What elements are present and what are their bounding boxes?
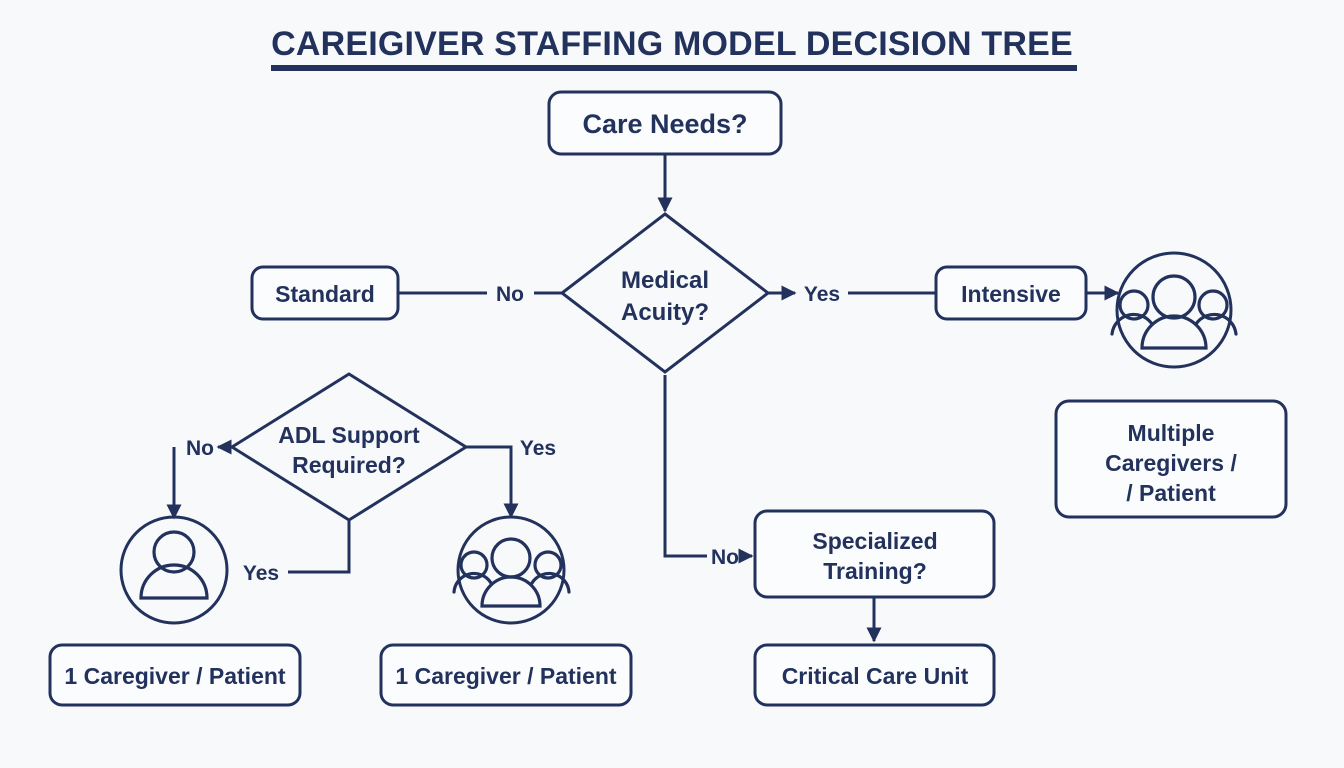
edge-label-acuity-yes: Yes [804, 283, 840, 306]
edge-label-adl-yes-right: Yes [520, 437, 556, 460]
medical-acuity-diamond[interactable] [559, 212, 771, 374]
critical-care-unit-box[interactable] [753, 643, 996, 707]
multiple-caregivers-label-line2: Caregivers / [1105, 450, 1237, 476]
edge-label-acuity-bottom-no: No [711, 546, 739, 569]
node-one-caregiver-middle[interactable]: 1 Caregiver / Patient [379, 643, 633, 707]
connector-adl-to-group-icon [466, 445, 519, 519]
node-group-icon-middle [452, 515, 571, 625]
group-of-people-icon-middle [452, 537, 571, 608]
one-caregiver-left-box[interactable] [48, 643, 302, 707]
connector-adl-bottom-to-yes-label [288, 521, 351, 574]
single-person-icon-circle [119, 515, 229, 625]
group-of-people-icon-circle-right [1115, 251, 1233, 369]
node-group-icon-right [1110, 251, 1238, 369]
multiple-caregivers-label-line3: / Patient [1126, 480, 1216, 506]
intensive-label: Intensive [961, 281, 1061, 307]
one-caregiver-middle-box[interactable] [379, 643, 633, 707]
adl-support-label-line2: Required? [292, 452, 406, 478]
care-needs-box[interactable] [547, 90, 783, 156]
specialized-training-label-line2: Training? [823, 558, 927, 584]
node-multiple-caregivers[interactable]: Multiple Caregivers / / Patient [1054, 399, 1288, 519]
node-medical-acuity[interactable]: Medical Acuity? [559, 212, 771, 374]
critical-care-unit-label: Critical Care Unit [782, 663, 969, 689]
multiple-caregivers-label-line1: Multiple [1128, 420, 1215, 446]
node-critical-care-unit[interactable]: Critical Care Unit [753, 643, 996, 707]
node-specialized-training[interactable]: Specialized Training? [753, 509, 996, 599]
node-standard[interactable]: Standard [250, 265, 400, 321]
adl-support-label-line1: ADL Support [278, 422, 420, 448]
group-of-people-icon-right [1110, 274, 1238, 350]
adl-support-diamond[interactable] [229, 372, 469, 522]
node-adl-support[interactable]: ADL Support Required? [229, 372, 469, 522]
edge-label-adl-no: No [186, 437, 214, 460]
medical-acuity-label-line2: Acuity? [621, 299, 709, 326]
care-needs-label: Care Needs? [582, 109, 747, 139]
edge-label-adl-yes-bottom: Yes [243, 562, 279, 585]
specialized-training-box[interactable] [753, 509, 996, 599]
page-title: CAREIGIVER STAFFING MODEL DECISION TREE [271, 25, 1073, 63]
node-single-person-icon [119, 515, 229, 625]
edge-label-acuity-no: No [496, 283, 524, 306]
single-person-icon [139, 530, 209, 600]
one-caregiver-middle-label: 1 Caregiver / Patient [395, 663, 616, 689]
multiple-caregivers-box[interactable] [1054, 399, 1288, 519]
specialized-training-label-line1: Specialized [812, 528, 937, 554]
standard-label: Standard [275, 281, 375, 307]
node-care-needs[interactable]: Care Needs? [547, 90, 783, 156]
standard-box[interactable] [250, 265, 400, 321]
connector-acuity-bottom-to-no-label [663, 375, 707, 558]
node-intensive[interactable]: Intensive [934, 265, 1088, 321]
medical-acuity-label-line1: Medical [621, 267, 709, 294]
one-caregiver-left-label: 1 Caregiver / Patient [64, 663, 285, 689]
group-of-people-icon-circle-middle [456, 515, 566, 625]
node-one-caregiver-left[interactable]: 1 Caregiver / Patient [48, 643, 302, 707]
intensive-box[interactable] [934, 265, 1088, 321]
